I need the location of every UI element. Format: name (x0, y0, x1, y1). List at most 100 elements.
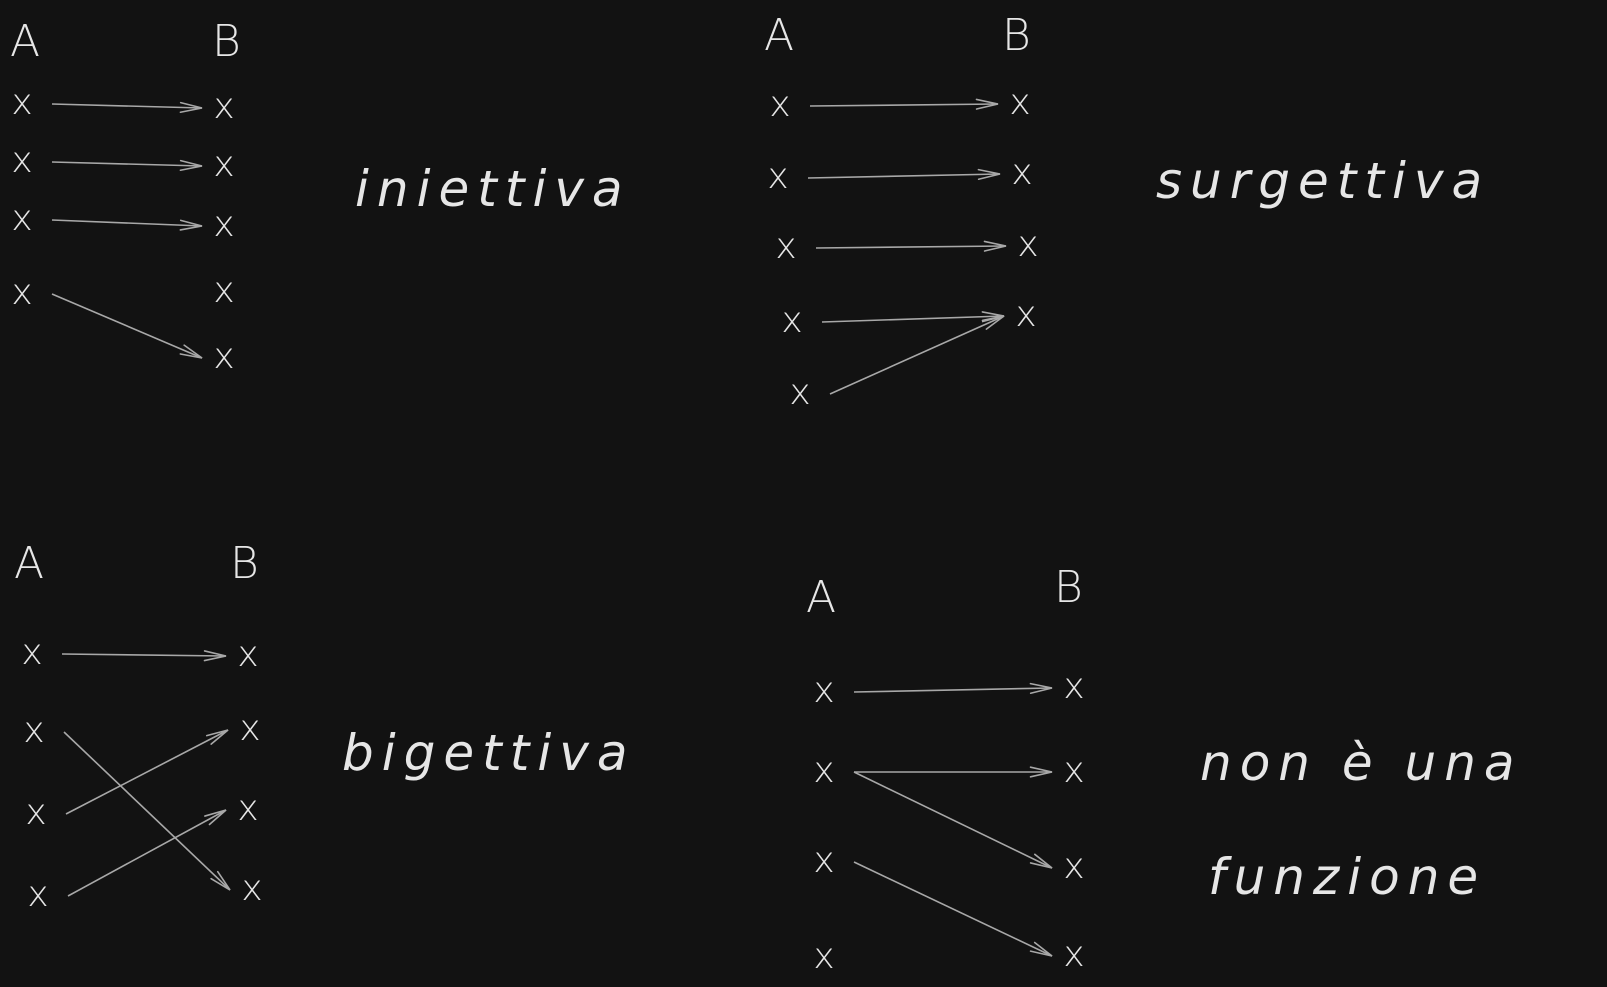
codomain-element: x (241, 868, 262, 909)
arrow-head (1029, 853, 1053, 869)
domain-element: x (769, 84, 790, 125)
arrow-shaft (821, 315, 1005, 323)
arrow-shaft (815, 245, 1007, 249)
domain-label: A (806, 572, 836, 623)
codomain-element: x (1009, 82, 1030, 123)
mapping-arrow (61, 650, 227, 662)
domain-element: x (11, 272, 32, 313)
arrow-shaft (807, 173, 1001, 179)
arrow-shaft (67, 809, 227, 897)
codomain-element: x (213, 204, 234, 245)
arrow-head (179, 101, 203, 114)
domain-element: x (813, 840, 834, 881)
arrow-head (1029, 682, 1053, 695)
mapping-arrow (51, 293, 203, 359)
arrow-head (203, 650, 227, 662)
arrow-head (977, 168, 1001, 181)
diagram-caption: surgettiva (1156, 152, 1490, 210)
domain-label: A (764, 10, 794, 61)
codomain-label: B (230, 538, 259, 589)
arrow-head (179, 159, 203, 172)
arrow-shaft (51, 219, 203, 227)
codomain-element: x (213, 336, 234, 377)
codomain-element: x (213, 270, 234, 311)
codomain-element: x (1011, 152, 1032, 193)
mapping-arrow (815, 240, 1007, 252)
domain-element: x (775, 226, 796, 267)
domain-label: A (14, 538, 44, 589)
diagram-caption-line2: funzione (1208, 848, 1486, 906)
codomain-element: x (1063, 934, 1084, 975)
domain-element: x (23, 710, 44, 751)
arrow-head (983, 240, 1007, 252)
domain-element: x (781, 300, 802, 341)
codomain-element: x (239, 708, 260, 749)
diagram-caption: non è una (1200, 734, 1523, 792)
arrow-shaft (65, 729, 229, 815)
codomain-element: x (213, 144, 234, 185)
codomain-element: x (237, 788, 258, 829)
arrow-shaft (829, 315, 1005, 395)
codomain-element: x (237, 634, 258, 675)
arrow-head (975, 98, 999, 110)
mapping-arrow (65, 729, 229, 815)
arrow-head (179, 219, 203, 231)
codomain-element: x (213, 86, 234, 127)
mapping-arrow (67, 809, 227, 897)
mapping-arrow (821, 311, 1005, 323)
mapping-arrow (807, 168, 1001, 181)
mapping-arrow (51, 219, 203, 231)
arrow-shaft (51, 103, 203, 109)
domain-element: x (813, 750, 834, 791)
arrow-head (1029, 766, 1053, 778)
diagram-caption: iniettiva (355, 160, 631, 218)
mapping-arrow (854, 766, 1053, 778)
domain-element: x (813, 936, 834, 977)
mapping-arrow (51, 101, 203, 114)
mapping-arrow (853, 861, 1053, 957)
codomain-element: x (1063, 846, 1084, 887)
codomain-element: x (1063, 750, 1084, 791)
arrow-head (1029, 941, 1053, 957)
domain-label: A (10, 16, 40, 67)
codomain-label: B (1054, 562, 1083, 613)
domain-element: x (767, 156, 788, 197)
arrow-shaft (61, 653, 227, 657)
codomain-element: x (1063, 666, 1084, 707)
arrow-head (981, 315, 1005, 330)
arrow-shaft (51, 293, 203, 359)
arrow-shaft (63, 731, 231, 891)
arrow-shaft (853, 687, 1053, 693)
domain-element: x (25, 792, 46, 833)
mapping-arrow (829, 315, 1005, 395)
domain-element: x (789, 372, 810, 413)
mapping-arrow (809, 98, 999, 110)
arrow-shaft (51, 161, 203, 167)
diagram-caption: bigettiva (342, 724, 635, 782)
arrow-head (210, 870, 231, 891)
domain-element: x (11, 198, 32, 239)
domain-element: x (27, 874, 48, 915)
arrow-shaft (809, 103, 999, 107)
arrow-shaft (853, 861, 1053, 957)
codomain-label: B (212, 16, 241, 67)
mapping-arrow (63, 731, 231, 891)
domain-element: x (11, 140, 32, 181)
domain-element: x (813, 670, 834, 711)
arrow-head (179, 344, 203, 359)
codomain-label: B (1002, 10, 1031, 61)
codomain-element: x (1017, 224, 1038, 265)
domain-element: x (11, 82, 32, 123)
domain-element: x (21, 632, 42, 673)
arrow-shaft (853, 771, 1053, 869)
codomain-element: x (1015, 294, 1036, 335)
mapping-arrow (853, 771, 1053, 869)
mapping-arrow (51, 159, 203, 172)
arrow-head (204, 809, 227, 826)
